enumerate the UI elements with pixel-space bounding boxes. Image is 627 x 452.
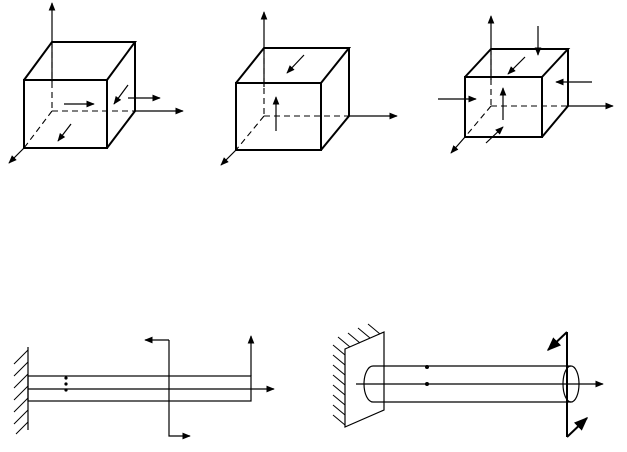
cube1-hidden-edge [23, 110, 53, 149]
cube2-hidden-edge [235, 115, 265, 151]
cube3-front-face [464, 76, 543, 138]
cube1-top-face [23, 41, 137, 81]
cube2-top-face [235, 47, 352, 84]
cube3-x-axis [450, 136, 466, 154]
cube1-stress-arrow [57, 123, 72, 142]
beam-1 [13, 335, 275, 440]
beam2-torque-arrow-bottom [566, 417, 589, 438]
beam2-wall-hatching [332, 323, 381, 426]
cube2-right-face [320, 48, 350, 151]
cube1-right-face [106, 42, 136, 149]
cube3-stress-arrow [485, 126, 504, 144]
beam2-point [425, 382, 429, 386]
beam1-section-load-down [168, 340, 191, 440]
cube-1 [8, 2, 184, 164]
beam2-point [425, 365, 429, 369]
cube1-front-face [23, 79, 108, 149]
cube-3 [438, 15, 614, 154]
beam2-wall [344, 331, 385, 428]
cube3-right-face [541, 49, 569, 138]
cube3-hidden-edge [464, 105, 492, 138]
beam-2 [332, 323, 604, 438]
cube2-x-axis [220, 149, 237, 166]
cube3-stress-arrow [507, 56, 526, 75]
beam1-point [64, 382, 68, 386]
cube1-stress-arrow [113, 84, 129, 105]
beam1-point [64, 388, 68, 392]
beam1-wall-hatching [13, 349, 29, 435]
cube2-stress-arrow [286, 54, 305, 74]
cube1-x-axis [8, 147, 25, 164]
beam2-torque-arrow-top [546, 331, 568, 351]
cube2-front-face [235, 82, 322, 151]
cube3-top-face [464, 48, 571, 78]
beam1-point [64, 376, 68, 380]
cube-2 [220, 11, 398, 166]
